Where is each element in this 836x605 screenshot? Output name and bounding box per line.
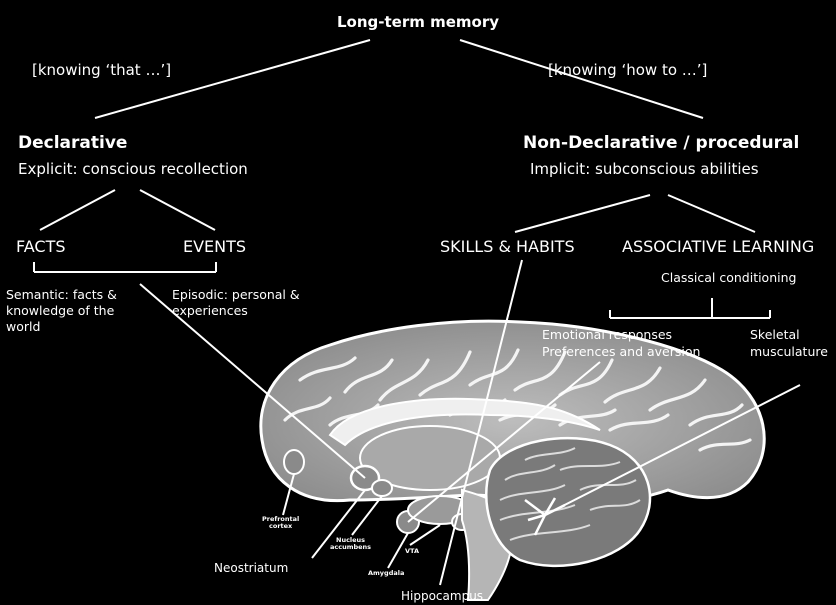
amygdala-label: Amygdala	[368, 570, 404, 577]
facts-label: FACTS	[16, 238, 66, 256]
declarative-bracket: [knowing ‘that …’]	[32, 62, 171, 79]
nucleus-accumbens-label: Nucleusaccumbens	[330, 537, 371, 551]
associative-learning-label: ASSOCIATIVE LEARNING	[622, 238, 814, 256]
skeletal-line-2: musculature	[750, 345, 828, 359]
line-nondeclarative-to-associative	[668, 195, 755, 232]
semantic-line-2: knowledge of the	[6, 304, 114, 318]
line-declarative-to-events	[140, 190, 215, 230]
semantic-line-3: world	[6, 320, 40, 334]
semantic-line-1: Semantic: facts &	[6, 288, 117, 302]
cerebellum-shape	[486, 438, 650, 566]
declarative-subtitle: Explicit: conscious recollection	[18, 161, 248, 178]
brain-illustration	[261, 321, 764, 600]
episodic-line-2: experiences	[172, 304, 248, 318]
line-declarative-to-facts	[40, 190, 115, 230]
vta-label: VTA	[405, 548, 419, 555]
emotional-line-2: Preferences and aversion	[542, 345, 700, 359]
hippocampus-label: Hippocampus	[401, 590, 483, 604]
prefrontal-shape	[284, 450, 304, 474]
episodic-line-1: Episodic: personal &	[172, 288, 300, 302]
nondeclarative-title: Non-Declarative / procedural	[523, 134, 799, 154]
skills-habits-label: SKILLS & HABITS	[440, 238, 575, 256]
declarative-title: Declarative	[18, 134, 127, 154]
emotional-line-1: Emotional responses	[542, 328, 672, 342]
events-label: EVENTS	[183, 238, 246, 256]
line-nondeclarative-to-skills	[515, 195, 650, 232]
neostriatum-label: Neostriatum	[214, 562, 288, 576]
root-title: Long-term memory	[0, 14, 836, 31]
nondeclarative-subtitle: Implicit: subconscious abilities	[530, 161, 759, 178]
prefrontal-cortex-label: Prefrontalcortex	[262, 516, 299, 530]
classical-conditioning-label: Classical conditioning	[661, 271, 796, 285]
skeletal-line-1: Skeletal	[750, 328, 800, 342]
nondeclarative-bracket: [knowing ‘how to …’]	[548, 62, 707, 79]
nucleus-accumbens-shape	[372, 480, 392, 496]
